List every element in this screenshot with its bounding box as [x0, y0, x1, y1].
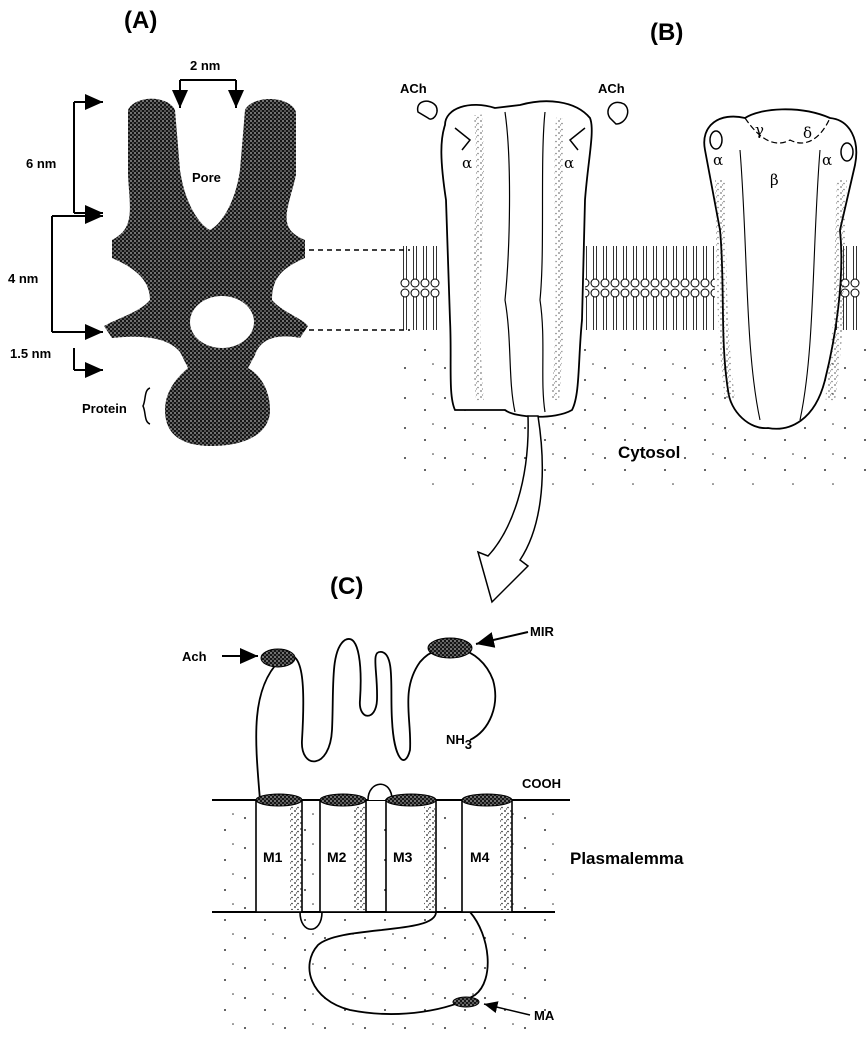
cytosol-label: Cytosol [618, 443, 680, 462]
delta-label: δ [803, 124, 812, 142]
m2-label: M2 [327, 849, 347, 865]
nh3-label: NH3 [446, 732, 472, 752]
lipid-bilayer-middle [585, 245, 715, 341]
dimension-2nm [180, 80, 236, 108]
mir-pointer [476, 632, 528, 644]
receptor-density-map [104, 99, 308, 446]
dimension-6nm-label: 6 nm [26, 156, 56, 171]
panel-b: (B) α α ACh ACh [400, 19, 868, 602]
alpha-label-pentamer-left: α [713, 151, 723, 169]
plasmalemma-label: Plasmalemma [570, 849, 684, 868]
beta-label: β [770, 171, 779, 189]
receptor-pentamer-view [704, 109, 856, 428]
gamma-label: γ [755, 121, 764, 139]
ach-label-left: ACh [400, 81, 427, 96]
panel-a-title: (A) [124, 7, 157, 34]
m4-label: M4 [470, 849, 490, 865]
ach-binding-site [261, 649, 295, 667]
alpha-label-pentamer-right: α [822, 151, 832, 169]
protein-label: Protein [82, 401, 127, 416]
receptor-side-view [441, 101, 591, 417]
ach-label-right: ACh [598, 81, 625, 96]
cytoplasm-stipple [212, 914, 552, 1034]
m3-label: M3 [393, 849, 413, 865]
ach-label-c: Ach [182, 649, 207, 664]
ach-molecule-right [608, 102, 628, 124]
lipid-bilayer-left [400, 245, 440, 341]
dimension-1-5nm [74, 348, 103, 370]
mir-label: MIR [530, 624, 554, 639]
panel-b-title: (B) [650, 19, 683, 46]
protein-brace [143, 388, 150, 424]
panel-c: (C) Ach MIR NH3 [182, 573, 684, 1034]
ma-label: MA [534, 1008, 555, 1023]
panel-c-title: (C) [330, 573, 363, 600]
dimension-6nm [74, 102, 103, 213]
ma-region [453, 997, 479, 1007]
dimension-4nm-label: 4 nm [8, 271, 38, 286]
dimension-1-5nm-label: 1.5 nm [10, 346, 51, 361]
m1-label: M1 [263, 849, 283, 865]
ach-molecule-left [418, 101, 437, 119]
alpha-label-left: α [462, 154, 472, 172]
panel-a: (A) Pore 2 nm 6 nm 4 nm [8, 7, 410, 446]
mir-region [428, 638, 472, 658]
cooh-label: COOH [522, 776, 561, 791]
dimension-4nm [52, 216, 103, 332]
alpha-label-right: α [564, 154, 574, 172]
pore-label: Pore [192, 170, 221, 185]
dimension-2nm-label: 2 nm [190, 58, 220, 73]
